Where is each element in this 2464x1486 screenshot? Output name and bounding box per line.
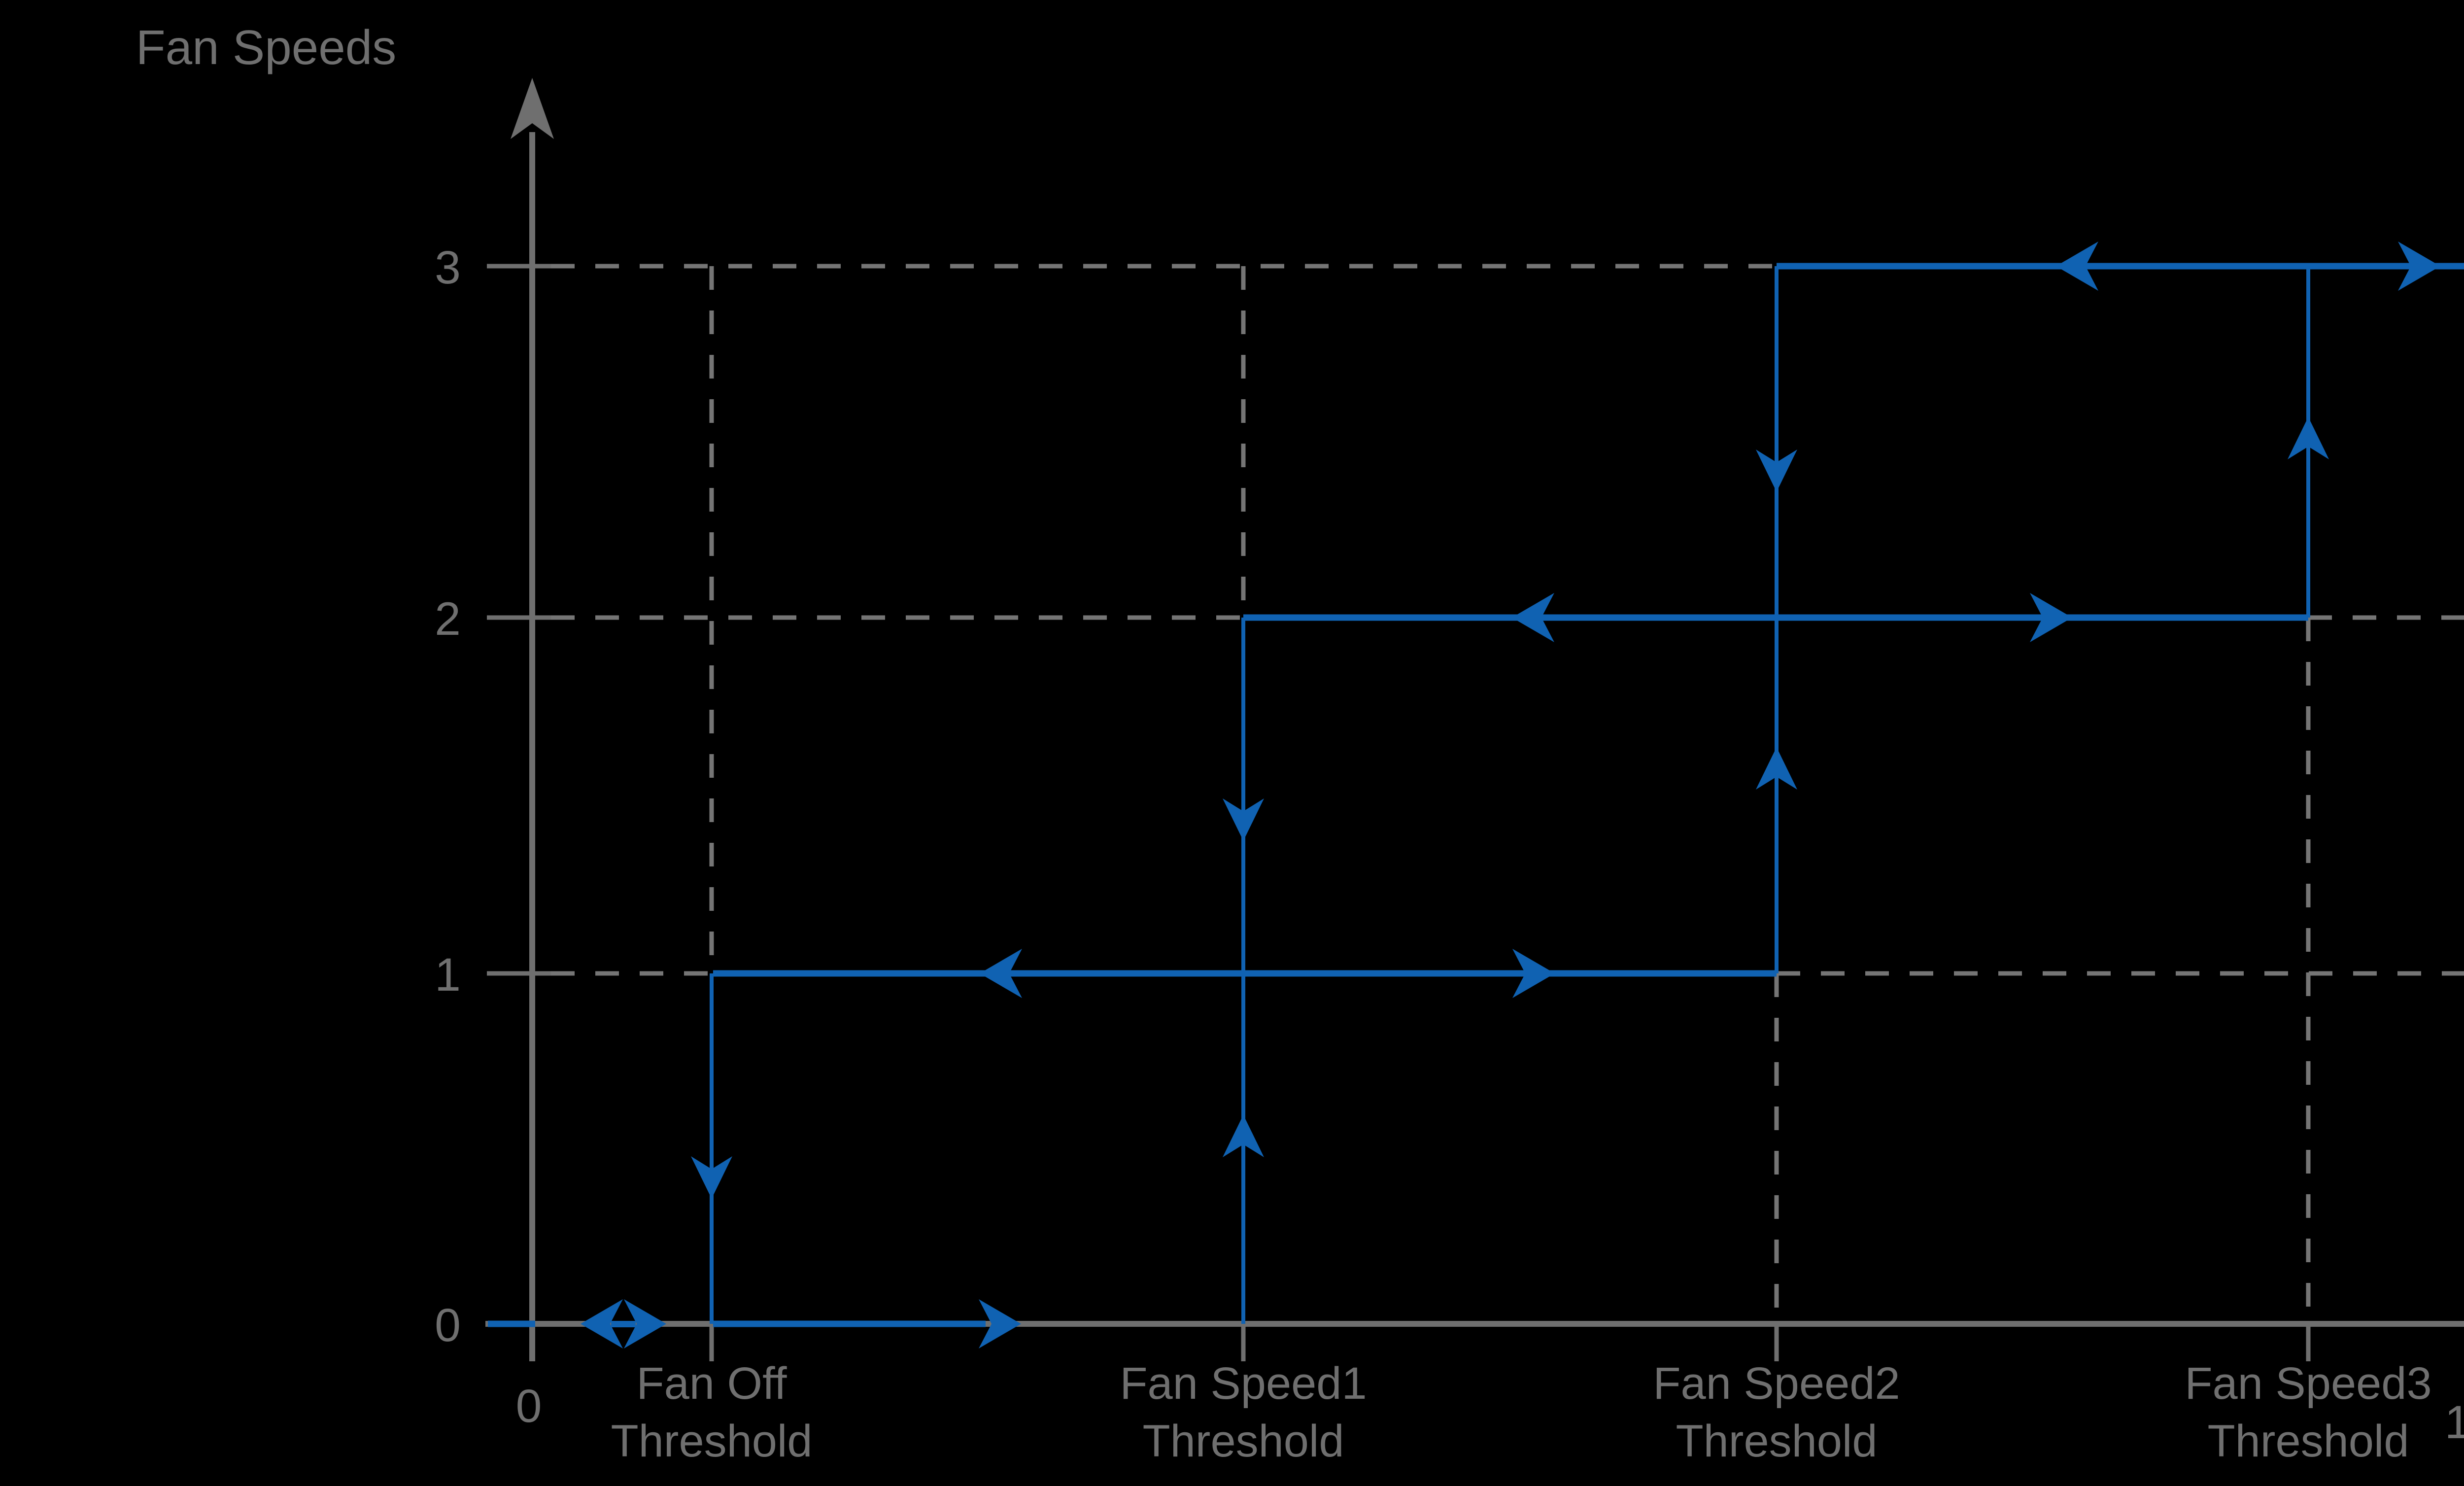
double-arrow-center-bar: [611, 1321, 636, 1327]
x-tick-label-speed2-line1: Fan Speed2: [1653, 1358, 1900, 1409]
y-tick-label-2: 2: [435, 593, 461, 645]
hysteresis-curve-lines: [488, 263, 2464, 1327]
x-tick-label-fanoff-line1: Fan Off: [636, 1358, 787, 1409]
double-arrow-left-half-icon: [581, 1299, 623, 1348]
arrow-right-speed1-icon: [1512, 949, 1555, 998]
x-tick-label-0: 0: [516, 1380, 542, 1432]
y-tick-label-0: 0: [435, 1299, 461, 1351]
x-tick-label-speed2-line2: Threshold: [1676, 1416, 1877, 1466]
arrow-down-speed1-icon: [1223, 798, 1264, 841]
x-tick-label-speed3-line1: Fan Speed3: [2185, 1358, 2431, 1409]
y-axis-arrowhead: [511, 78, 554, 139]
arrow-right-speed2-icon: [2030, 593, 2072, 642]
arrow-down-fanoff-icon: [691, 1156, 732, 1199]
y-tick-label-1: 1: [435, 949, 461, 1001]
arrow-left-speed2-icon: [1512, 593, 1554, 642]
hysteresis-curve-verticals: [710, 266, 2310, 1324]
x-tick-label-speed1-line2: Threshold: [1142, 1416, 1344, 1466]
y-tick-label-3: 3: [435, 242, 461, 294]
axis-ticks: [487, 264, 2311, 1361]
x-tick-label-speed1-line1: Fan Speed1: [1120, 1358, 1367, 1409]
arrow-down-speed2-icon: [1756, 449, 1797, 492]
arrow-left-speed3-icon: [2056, 242, 2098, 291]
arrow-up-speed1-icon: [1223, 1115, 1264, 1157]
arrow-right-speed3-icon: [2398, 242, 2440, 291]
x-tick-label-fanoff-line2: Threshold: [611, 1416, 812, 1466]
x-tick-label-100: 100: [2445, 1396, 2464, 1449]
arrow-left-speed1-icon: [980, 949, 1022, 998]
chart-title: Fan Speeds: [136, 20, 396, 74]
hysteresis-arrowheads: [581, 242, 2440, 1348]
arrow-up-speed2-icon: [1756, 747, 1797, 790]
arrow-up-speed3-icon: [2288, 417, 2329, 459]
x-tick-label-speed3-line2: Threshold: [2207, 1416, 2409, 1466]
arrow-right-speed0-icon: [979, 1299, 1021, 1348]
grid-lines: [551, 264, 2464, 1324]
axes: [485, 132, 2464, 1361]
chart-text: Fan Speeds 3 2 1 0 0 Fan Off Threshold F…: [136, 20, 2464, 1466]
double-arrow-right-half-icon: [624, 1299, 666, 1348]
axis-arrowheads: [511, 78, 554, 139]
